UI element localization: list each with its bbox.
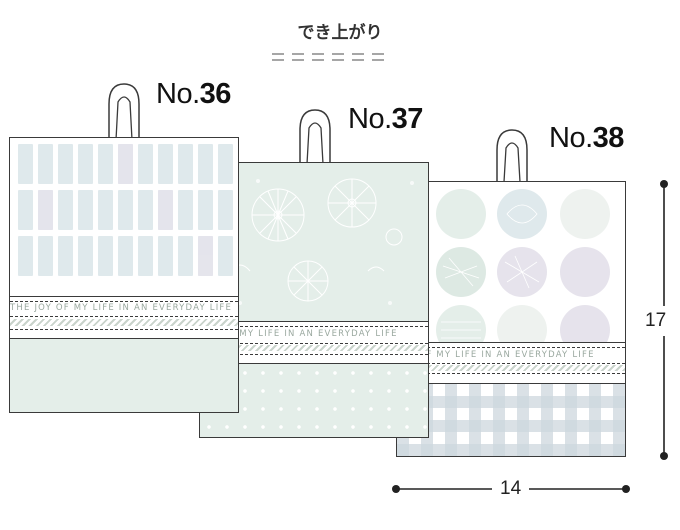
hanging-loop-no37 — [299, 109, 331, 164]
tile-pattern-no36 — [10, 138, 238, 296]
stripe-band-no37 — [200, 345, 428, 351]
tape-text-no37: JOY OF MY LIFE IN AN EVERYDAY LIFE — [200, 329, 398, 339]
label-no36: No.36 — [156, 78, 231, 110]
stripe-band-no38 — [397, 365, 625, 371]
panel-no38: JOY OF MY LIFE IN AN EVERYDAY LIFE — [396, 181, 626, 457]
hanging-loop-no36 — [108, 83, 140, 140]
height-dimension-label: 17 — [643, 306, 669, 336]
title-underline-decoration — [272, 53, 384, 61]
tape-text-no38: JOY OF MY LIFE IN AN EVERYDAY LIFE — [397, 350, 595, 360]
plain-panel-no36 — [10, 339, 238, 412]
gingham-pattern-no38 — [397, 384, 625, 456]
panel-no36: THE JOY OF MY LIFE IN AN EVERYDAY LIFE — [9, 137, 239, 413]
label-no37: No.37 — [348, 103, 423, 135]
circle-pattern-no38 — [397, 182, 625, 342]
width-dimension-label: 14 — [492, 478, 530, 500]
page-title: でき上がり — [297, 23, 383, 43]
stripe-band-no36 — [10, 319, 238, 326]
label-no38: No.38 — [549, 122, 624, 154]
hanging-loop-no38 — [496, 129, 528, 182]
tape-text-no36: THE JOY OF MY LIFE IN AN EVERYDAY LIFE — [10, 303, 233, 313]
